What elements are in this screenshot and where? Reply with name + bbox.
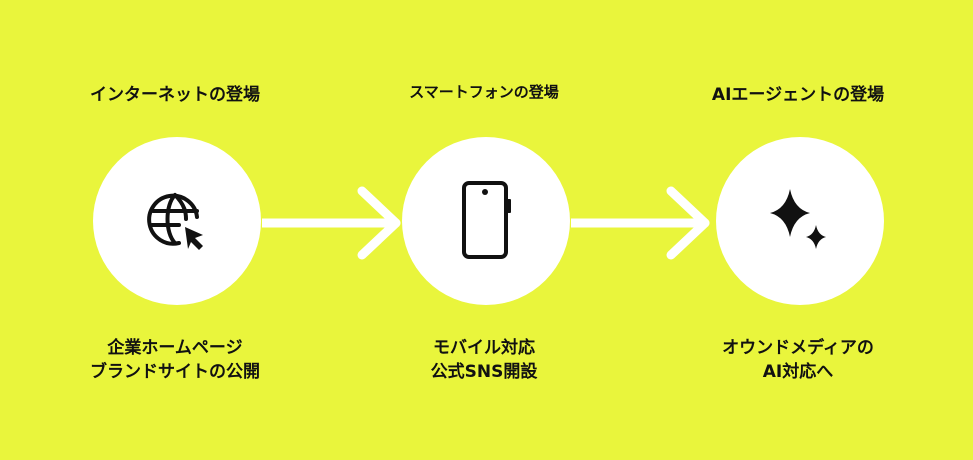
stage-caption-internet: 企業ホームページ ブランドサイトの公開 <box>35 336 315 384</box>
stage-title-smartphone: スマートフォンの登場 <box>409 83 559 101</box>
stage-caption-smartphone: モバイル対応 公式SNS開設 <box>344 336 624 384</box>
flow-arrow-1 <box>262 186 401 260</box>
globe-cursor-icon <box>147 193 203 250</box>
caption-line: 公式SNS開設 <box>430 362 538 382</box>
sparkle-icon <box>770 189 826 249</box>
flow-arrow-2 <box>571 186 710 260</box>
caption-line: ブランドサイトの公開 <box>90 362 260 382</box>
caption-line: オウンドメディアの <box>722 338 874 358</box>
stage-circle-smartphone <box>402 137 570 305</box>
caption-line: モバイル対応 <box>433 338 535 358</box>
stage-title-internet: インターネットの登場 <box>90 85 260 105</box>
smartphone-icon <box>462 181 511 259</box>
stage-caption-ai-agent: オウンドメディアの AI対応へ <box>658 336 938 384</box>
stage-circle-internet <box>93 137 261 305</box>
stage-title-ai-agent: AIエージェントの登場 <box>711 85 885 105</box>
caption-line: AI対応へ <box>762 362 834 382</box>
caption-line: 企業ホームページ <box>107 338 243 358</box>
stage-circle-ai-agent <box>716 137 884 305</box>
